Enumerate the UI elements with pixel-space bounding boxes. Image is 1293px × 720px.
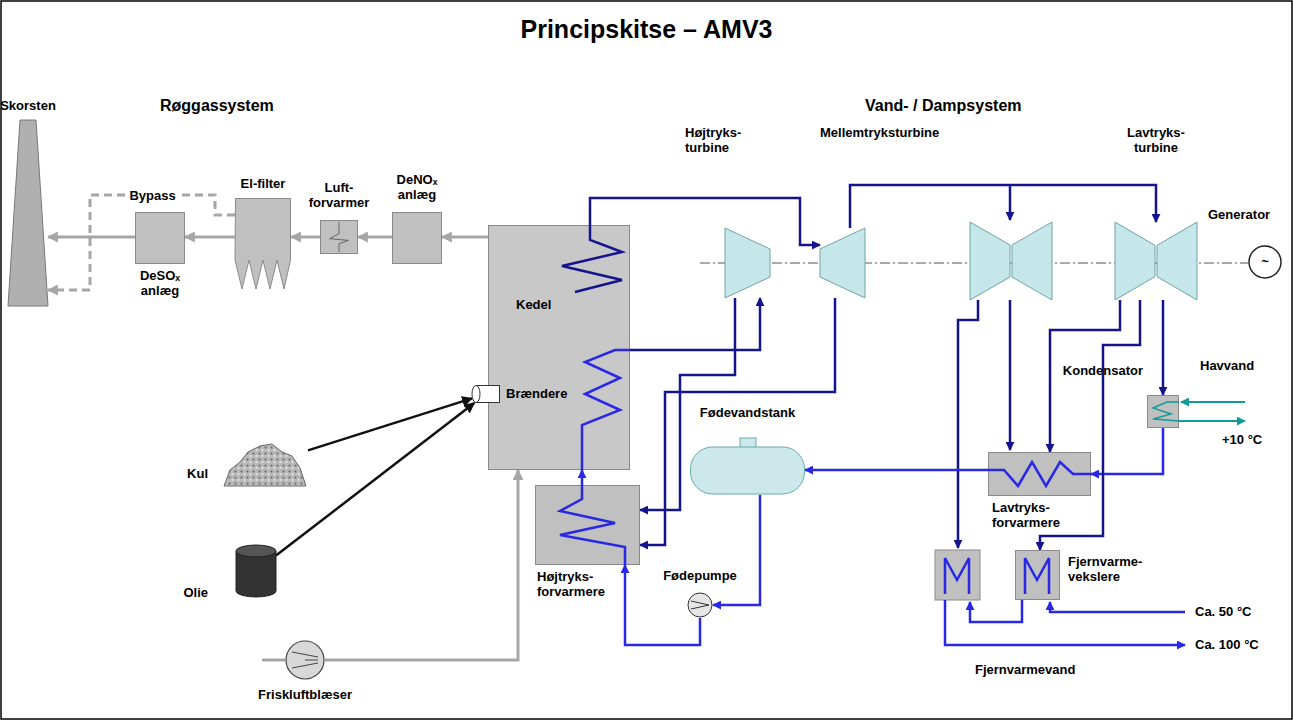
node-label: Generator [1208,207,1270,222]
node-label: Mellemtryksturbine [820,125,939,140]
pipe-connector [325,470,518,660]
hp-preheater-shape [535,485,640,565]
node-label: DeSOₓ anlæg [140,268,180,298]
boiler: KedelBrændere [488,225,630,470]
node-label: Kul [187,466,208,481]
pipe-connector [358,236,392,239]
condenser: Kondensator [1147,395,1179,428]
pipe-connector [442,236,488,239]
district-heating-pipe [1050,602,1185,612]
turbine-shape [725,228,770,298]
turbine-shape [820,228,865,298]
node-label: ~ [1261,254,1269,269]
electro-filter: El-filter [235,198,291,290]
district-heat-exchanger-shape [1015,550,1060,600]
seawater-pipe [1181,401,1245,403]
flow-label: Fjernvarmevand [975,662,1075,677]
pipe-connector [276,403,474,556]
pipe-connector [1040,300,1140,550]
desox-unit-shape [135,212,185,264]
air-preheater-shape [320,220,358,254]
feedwater-tank-shape [690,437,805,495]
turbine: Mellemtryksturbine [820,228,865,298]
oil-drum: Olie [236,545,276,597]
pipe-connector [185,236,235,239]
pipe-connector [713,495,760,605]
pipe-connector [291,236,320,239]
lp-preheater-shape [988,452,1091,496]
steam-pipe [1009,300,1012,450]
feed-pump: Fødepumpe [687,592,713,618]
seawater-pipe [1179,420,1245,422]
district-heating-pipe [970,600,1022,622]
district-heating-pipe [945,600,1185,645]
node-label: Lavtryks- turbine [1127,125,1185,155]
pipe-connector [640,298,835,545]
feed-pump-shape [687,592,713,618]
chimney: Skorsten [8,120,48,306]
fresh-air-fan: Friskluftblæser [285,640,325,680]
desox-unit: DeSOₓ anlæg [135,212,185,264]
condenser-shape [1147,395,1179,428]
turbine: Lavtryks- turbine [1115,222,1197,300]
pipe-connector [805,469,988,472]
coal-pile: Kul [222,440,308,488]
district-heat-exchanger: Fjernvarme- vekslere [1015,550,1060,600]
oil-drum-shape [236,545,276,597]
turbine: Højtryks- turbine [725,228,770,298]
air-preheater: Luft- forvarmer [320,220,358,254]
temperature-label: Ca. 100 °C [1195,637,1259,652]
burner: Brændere [472,385,500,403]
section-heading: Røggassystem [160,96,274,115]
node-label: Luft- forvarmer [309,180,370,210]
node-label: Brændere [506,386,567,401]
node-label: Olie [183,585,208,600]
temperature-label: +10 °C [1222,432,1262,447]
fresh-air-fan-shape [285,640,325,680]
turbine-symbol [970,222,1052,300]
burner-shape [472,385,500,403]
node-label: Fødevandstank [700,405,795,420]
steam-pipe [958,300,978,548]
denox-unit: DeNOₓ anlæg [392,212,442,264]
node-label: Højtryks- turbine [685,125,741,155]
chimney-shape [8,120,48,306]
temperature-label: Ca. 50 °C [1195,604,1252,619]
flow-label: Havvand [1200,358,1254,373]
air-inlet-line [262,659,285,662]
pipe-connector [1162,300,1165,395]
turbine-shape [1115,222,1197,300]
node-label: Friskluftblæser [258,687,352,702]
node-label: Højtryks- forvarmere [537,569,605,599]
node-label: Kedel [516,297,551,312]
steam-pipe [1009,185,1012,220]
electro-filter-shape [235,198,291,290]
generator: Generator~ [1248,245,1282,279]
hp-preheater: Højtryks- forvarmere [535,485,640,565]
lp-preheater: Lavtryks- forvarmere [988,452,1091,496]
node-label: Kondensator [1063,363,1143,378]
node-label: Fødepumpe [663,568,737,583]
node-label: El-filter [241,176,286,191]
pipe-connector [850,185,1156,228]
boiler-shape [488,225,630,470]
coal-pile-shape [222,440,308,488]
node-label: Fjernvarme- vekslere [1068,554,1142,584]
pipe-connector [630,298,760,350]
diagram-title: Principskitse – AMV3 [0,14,1293,44]
node-label: DeNOₓ anlæg [397,172,438,202]
exchanger-symbol [935,550,980,600]
feedwater-tank: Fødevandstank [690,437,805,495]
node-label: Lavtryks- forvarmere [992,500,1060,530]
connector-label: Bypass [126,188,178,203]
node-label: Skorsten [0,98,56,113]
denox-unit-shape [392,212,442,264]
section-heading: Vand- / Dampsystem [865,96,1022,115]
pipe-connector [581,470,584,485]
